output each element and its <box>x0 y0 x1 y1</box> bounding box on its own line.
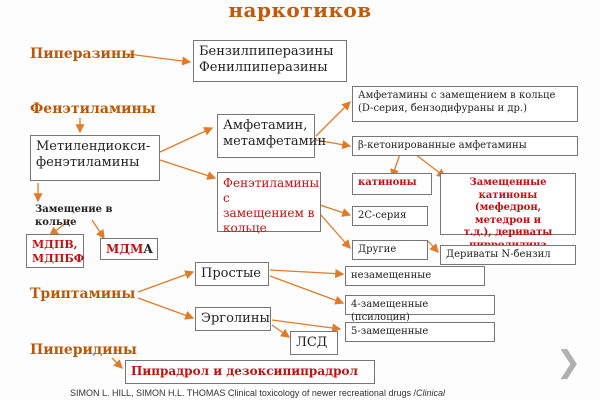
box-line: Фенэтиламины с <box>223 176 320 205</box>
piperazines-box: Бензилпиперазины Фенилпиперазины <box>193 40 347 82</box>
mdpv-box: МДПВ, МДПБФ <box>26 234 84 268</box>
category-piperidines: Пиперидины <box>30 342 137 358</box>
ergolines-box: Эрголины <box>195 307 271 331</box>
amphetamine-box: Амфетамин, метамфетамин <box>217 114 327 158</box>
box-line: замещением в <box>223 206 315 220</box>
mdma-red-text: МДМ <box>106 242 144 256</box>
box-line: катиноны <box>358 177 417 188</box>
box-line: Пипрадрол и дезоксипипрадрол <box>131 364 358 378</box>
category-piperazines: Пиперазины <box>30 46 136 62</box>
box-line: Метилендиокси- <box>36 139 151 154</box>
box-line: МДПБФ <box>32 251 85 265</box>
simple-tryptamines-box: Простые <box>195 262 269 286</box>
citation-text: SIMON L. HILL, SIMON H.L. THOMAS Clinica… <box>70 388 416 398</box>
substituted-cathinones-box: Замещенные катиноны (мефедрон, метедрон … <box>440 173 576 251</box>
box-line: кольце <box>223 221 267 235</box>
four-substituted-box: 4-замещенные (псилоцин) <box>345 295 495 323</box>
box-line: метамфетамин <box>223 134 327 150</box>
box-line: Дериваты N-бензил <box>446 249 551 260</box>
mdma-tail-text: А <box>143 242 154 256</box>
box-line: фенэтиламины <box>36 155 140 171</box>
chevron-right-icon[interactable]: ❯ <box>556 345 582 380</box>
box-line: (D-серия, бензодифураны и др.) <box>358 102 527 114</box>
series-2c-box: 2С-серия <box>352 206 428 226</box>
beta-keto-box: β-кетонированные амфетамины <box>352 136 578 156</box>
box-line: Фенилпиперазины <box>199 60 328 76</box>
box-line: т.д.), дериваты <box>463 227 553 238</box>
box-line: 5-замещенные <box>351 326 429 337</box>
box-line: Замещение в кольце <box>35 204 113 228</box>
box-line: Эрголины <box>201 311 270 326</box>
unsubstituted-box: незамещенные <box>345 266 485 286</box>
box-line: Амфетамин, <box>223 118 308 133</box>
n-benzyl-box: Дериваты N-бензил <box>440 245 576 265</box>
others-box: Другие <box>352 240 428 260</box>
box-line: 4-замещенные (псилоцин) <box>351 299 429 323</box>
mdma-box: МДМА <box>100 238 158 260</box>
box-line: Бензилпиперазины <box>199 44 334 59</box>
box-line: Простые <box>201 266 261 281</box>
box-line: ЛСД <box>296 335 328 350</box>
methylenedioxy-box: Метилендиокси- фенэтиламины <box>30 135 160 181</box>
box-line: Другие <box>358 244 397 255</box>
box-line: МДПВ, <box>32 238 78 251</box>
box-line: (мефедрон, метедрон и <box>474 202 542 226</box>
box-line: Замещенные катиноны <box>469 177 547 201</box>
ring-substitution-label: Замещение в кольце <box>30 201 160 228</box>
page-title: наркотиков <box>228 0 372 22</box>
five-substituted-box: 5-замещенные <box>345 322 495 342</box>
phenethyl-ring-box: Фенэтиламины с замещением в кольце <box>217 172 321 235</box>
amphetamines-ring-box: Амфетамины с замещением в кольце (D-сери… <box>352 86 578 122</box>
box-line: незамещенные <box>351 270 432 281</box>
category-tryptamines: Триптамины <box>30 286 136 302</box>
box-line: β-кетонированные амфетамины <box>358 140 527 151</box>
citation-italic: Clinical <box>415 388 445 398</box>
lsd-box: ЛСД <box>290 331 338 355</box>
citation-footer: SIMON L. HILL, SIMON H.L. THOMAS Clinica… <box>70 388 445 398</box>
box-line: 2С-серия <box>358 210 407 221</box>
box-line: Амфетамины с замещением в кольце <box>358 90 556 101</box>
pipradrol-box: Пипрадрол и дезоксипипрадрол <box>125 360 375 384</box>
category-phenethylamines: Фенэтиламины <box>30 101 156 117</box>
cathinones-box: катиноны <box>352 173 432 195</box>
